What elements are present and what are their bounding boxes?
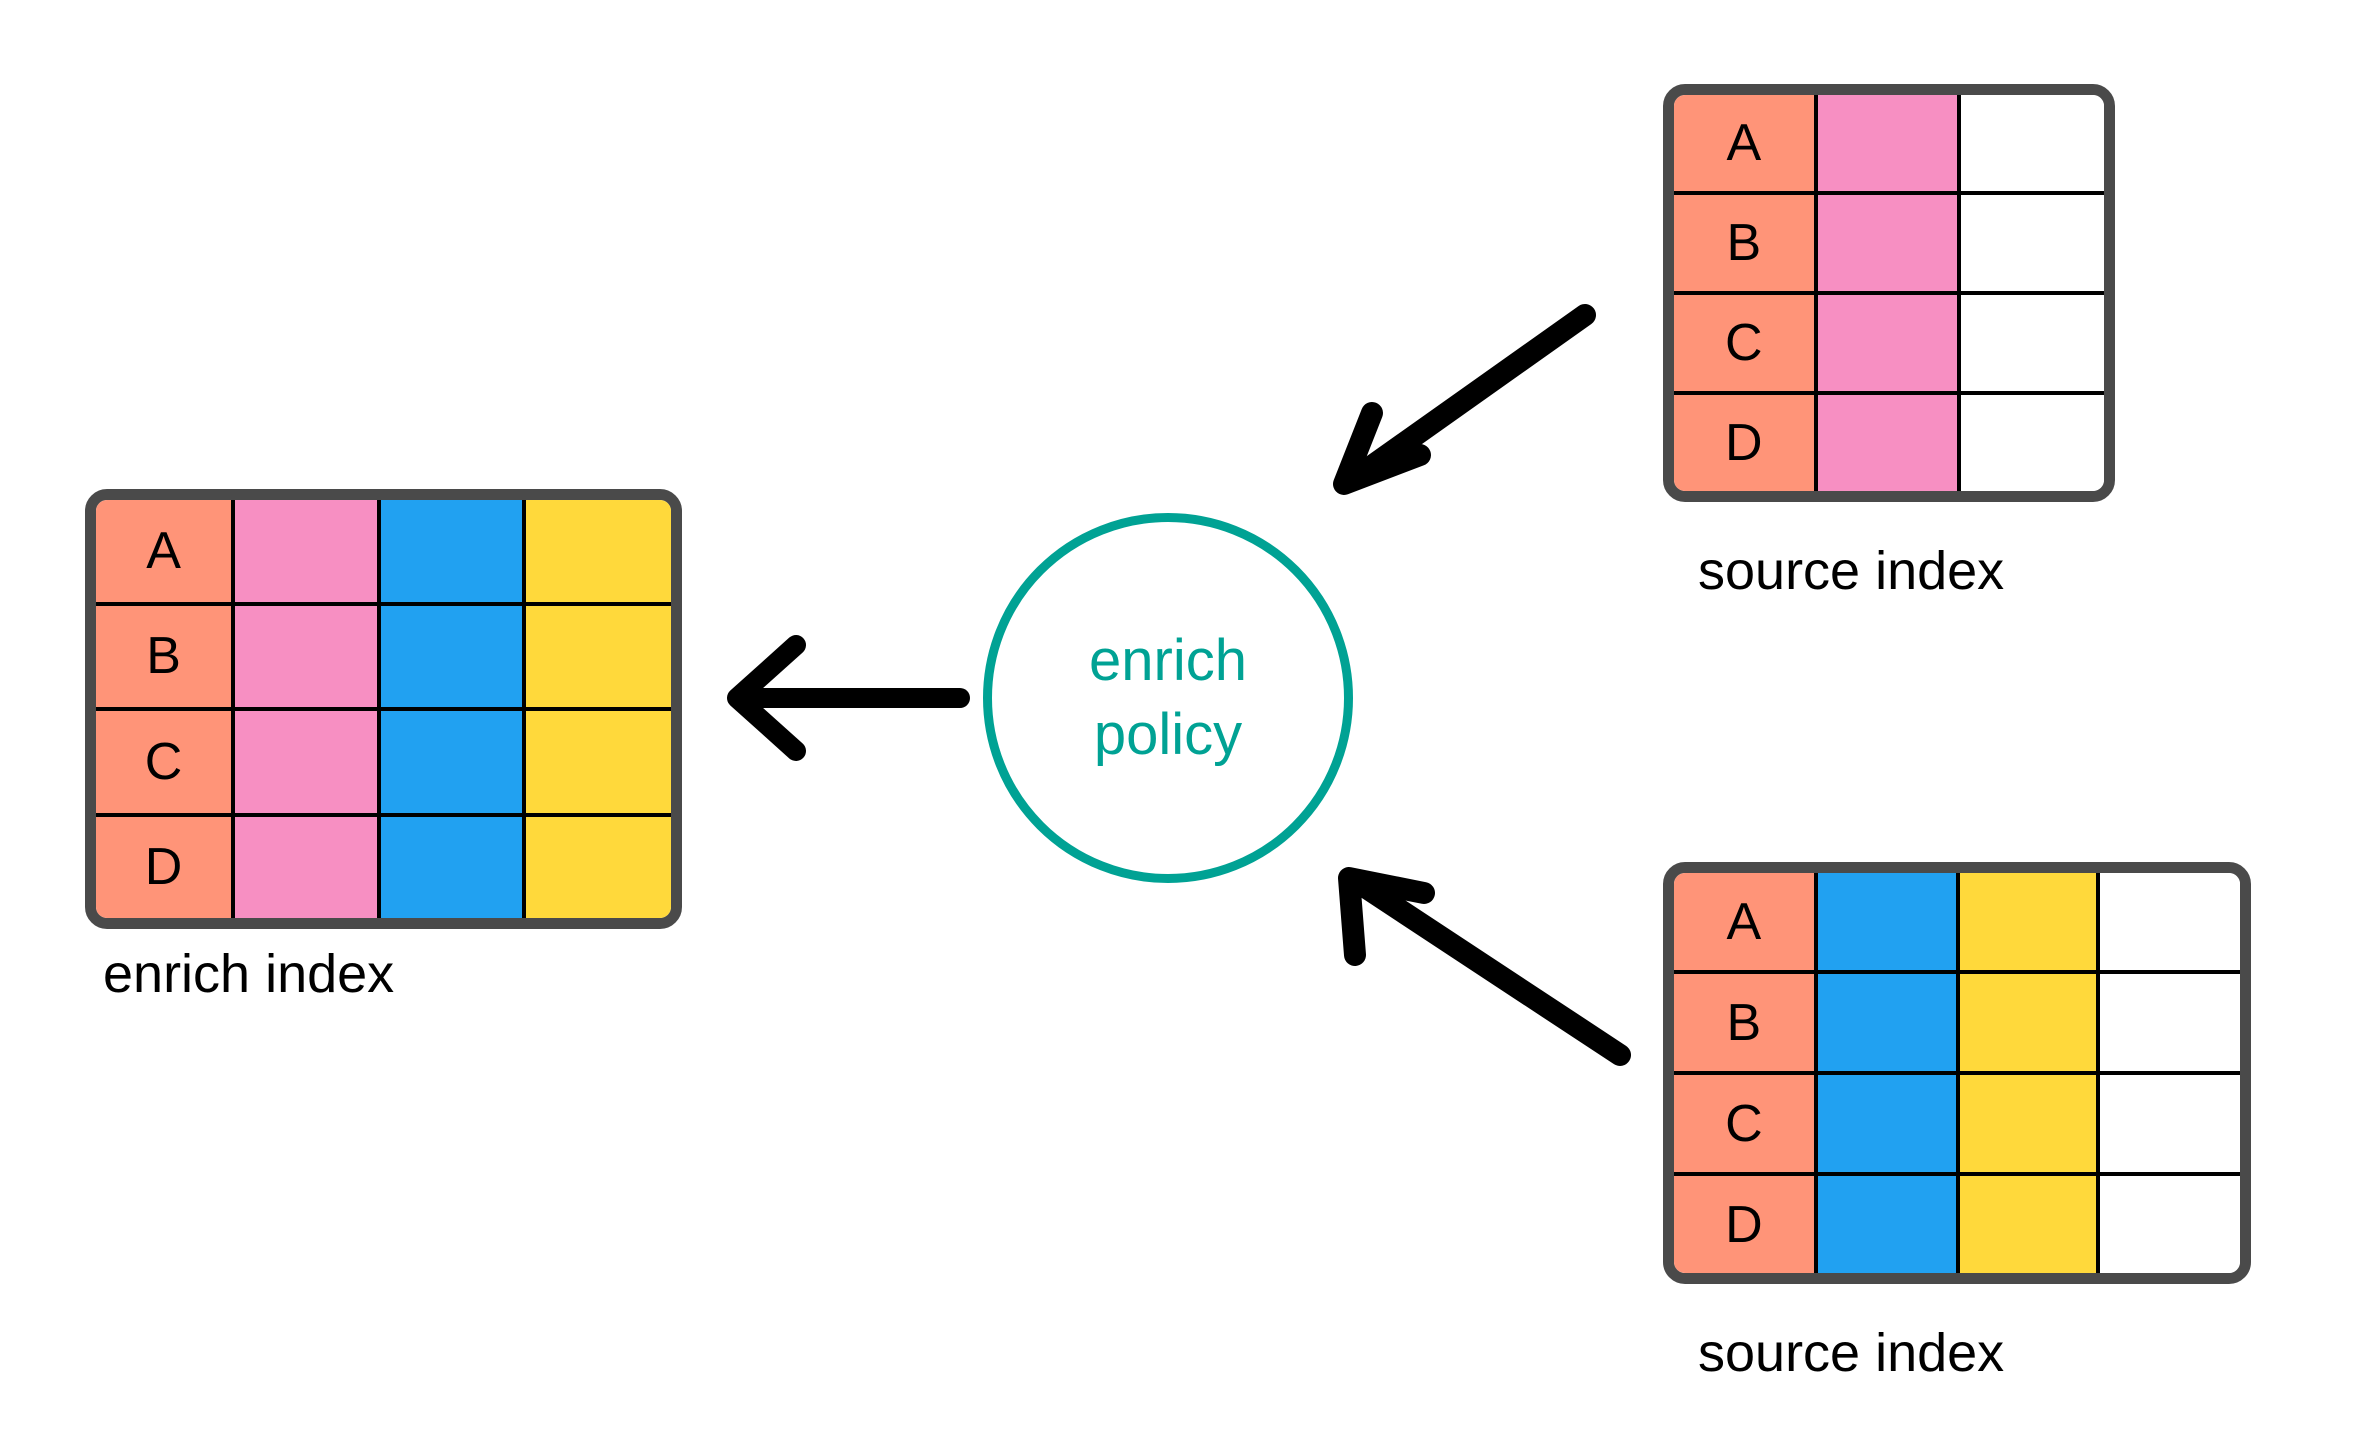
table-row: D bbox=[1674, 395, 2104, 491]
source-bottom-key-b: B bbox=[1674, 974, 1818, 1071]
enrich-index-pink-cell-d bbox=[235, 816, 381, 918]
source-bottom-key-a: A bbox=[1674, 873, 1818, 970]
source-top-empty-cell-a bbox=[1960, 95, 2104, 191]
arrow-policy-to-enrich-index-icon bbox=[727, 635, 970, 761]
source-bottom-empty-cell-b bbox=[2100, 974, 2240, 1071]
enrich-index-table: A B C D bbox=[85, 489, 682, 929]
table-row: A bbox=[1674, 95, 2104, 195]
enrich-index-blue-cell-d bbox=[380, 816, 527, 918]
enrich-index-caption: enrich index bbox=[103, 944, 395, 1004]
source-bottom-yellow-cell-c bbox=[1960, 1075, 2101, 1172]
source-bottom-empty-cell-a bbox=[2100, 873, 2240, 970]
source-top-empty-cell-d bbox=[1960, 395, 2104, 491]
enrich-index-pink-cell-c bbox=[235, 711, 381, 813]
enrich-index-yellow-cell-d bbox=[526, 816, 671, 918]
source-bottom-key-d: D bbox=[1674, 1176, 1818, 1273]
source-bottom-yellow-cell-d bbox=[1960, 1176, 2101, 1273]
source-bottom-blue-cell-b bbox=[1817, 974, 1961, 1071]
source-index-top-caption: source index bbox=[1698, 541, 2005, 601]
source-bottom-blue-cell-a bbox=[1817, 873, 1961, 970]
source-bottom-empty-cell-d bbox=[2100, 1176, 2240, 1273]
table-row: C bbox=[1674, 295, 2104, 395]
source-top-key-c: C bbox=[1674, 295, 1818, 391]
enrich-index-pink-cell-b bbox=[235, 605, 381, 707]
source-index-bottom-caption: source index bbox=[1698, 1323, 2005, 1383]
source-top-empty-cell-c bbox=[1960, 295, 2104, 391]
enrich-policy-node[interactable]: enrich policy bbox=[983, 513, 1353, 883]
enrich-index-key-b: B bbox=[96, 605, 236, 707]
source-bottom-key-c: C bbox=[1674, 1075, 1818, 1172]
source-bottom-yellow-cell-b bbox=[1960, 974, 2101, 1071]
source-top-key-d: D bbox=[1674, 395, 1818, 491]
enrich-index-key-a: A bbox=[96, 500, 236, 602]
source-top-pink-cell-a bbox=[1817, 95, 1961, 191]
enrich-index-key-d: D bbox=[96, 816, 236, 918]
source-top-empty-cell-b bbox=[1960, 195, 2104, 291]
source-index-bottom-table: A B C D bbox=[1663, 862, 2251, 1284]
source-bottom-blue-cell-d bbox=[1817, 1176, 1961, 1273]
table-row: C bbox=[1674, 1075, 2240, 1176]
enrich-policy-label-line1: enrich bbox=[1089, 627, 1247, 693]
source-top-key-b: B bbox=[1674, 195, 1818, 291]
enrich-index-key-c: C bbox=[96, 711, 236, 813]
source-bottom-empty-cell-c bbox=[2100, 1075, 2240, 1172]
table-row: B bbox=[1674, 974, 2240, 1075]
table-row: A bbox=[1674, 873, 2240, 974]
table-row: C bbox=[96, 711, 671, 817]
arrow-top-source-to-policy-icon bbox=[1333, 304, 1596, 495]
enrich-index-blue-cell-a bbox=[380, 500, 527, 602]
enrich-index-yellow-cell-c bbox=[526, 711, 671, 813]
enrich-policy-label-line2: policy bbox=[1093, 702, 1243, 767]
source-top-pink-cell-b bbox=[1817, 195, 1961, 291]
source-top-key-a: A bbox=[1674, 95, 1818, 191]
enrich-index-blue-cell-c bbox=[380, 711, 527, 813]
table-row: D bbox=[96, 816, 671, 918]
source-top-pink-cell-d bbox=[1817, 395, 1961, 491]
arrow-bottom-source-to-policy-icon bbox=[1338, 867, 1631, 1066]
enrich-index-yellow-cell-a bbox=[526, 500, 671, 602]
table-row: B bbox=[1674, 195, 2104, 295]
table-row: D bbox=[1674, 1176, 2240, 1273]
enrich-index-pink-cell-a bbox=[235, 500, 381, 602]
table-row: A bbox=[96, 500, 671, 606]
source-bottom-blue-cell-c bbox=[1817, 1075, 1961, 1172]
table-row: B bbox=[96, 605, 671, 711]
enrich-index-yellow-cell-b bbox=[526, 605, 671, 707]
source-bottom-yellow-cell-a bbox=[1960, 873, 2101, 970]
source-index-top-table: A B C D bbox=[1663, 84, 2115, 502]
enrich-index-blue-cell-b bbox=[380, 605, 527, 707]
source-top-pink-cell-c bbox=[1817, 295, 1961, 391]
